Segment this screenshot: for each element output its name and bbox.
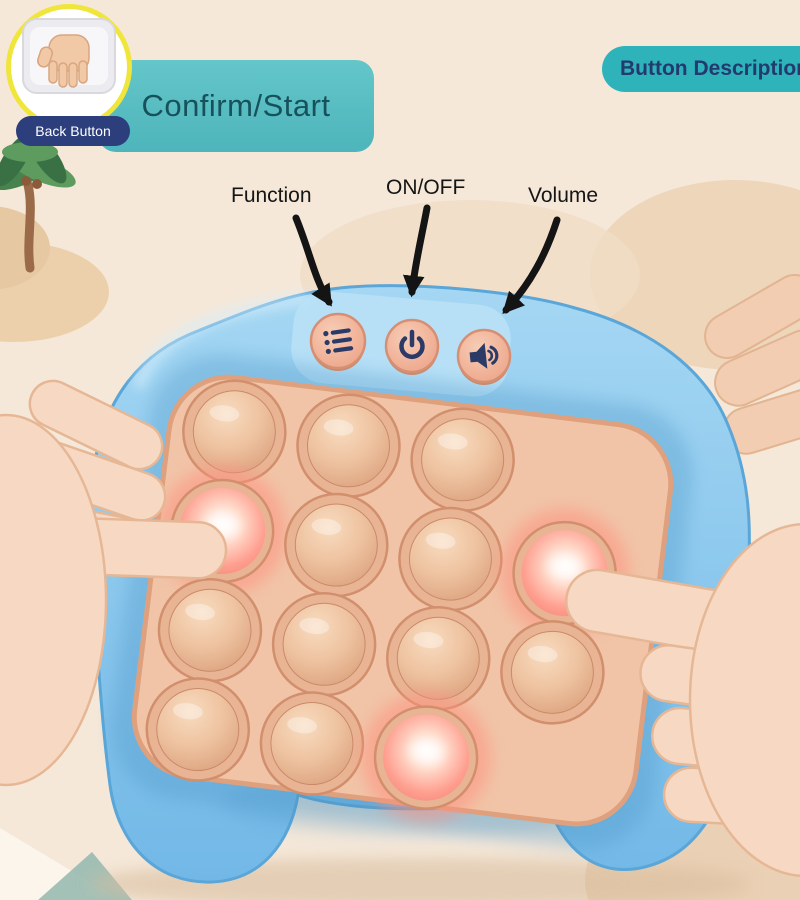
- back-button-label: Back Button: [35, 123, 111, 139]
- menu-list-icon: [323, 328, 354, 355]
- function-arrow: [292, 214, 333, 307]
- hand-press-icon: [22, 18, 116, 94]
- palm-tree-icon: [0, 132, 109, 342]
- back-button-pill: Back Button: [16, 116, 130, 146]
- volume-arrow: [502, 216, 561, 314]
- confirm-start-label: Confirm/Start: [141, 88, 331, 123]
- annotation-arrows: [292, 204, 561, 314]
- function-label: Function: [231, 184, 312, 207]
- button-description-pill: Button Description: [602, 46, 800, 92]
- onoff-label: ON/OFF: [386, 176, 466, 199]
- popit-tray: [110, 353, 693, 849]
- right-hand: [565, 523, 800, 877]
- onoff-button: [384, 318, 440, 375]
- button-description-label: Button Description: [620, 57, 800, 80]
- back-button-badge: [6, 4, 132, 130]
- volume-label: Volume: [528, 184, 599, 207]
- power-icon: [399, 329, 425, 359]
- function-button: [309, 312, 367, 371]
- onoff-arrow: [402, 204, 431, 298]
- left-hand: [0, 379, 228, 787]
- confirm-start-banner: Confirm/Start: [98, 60, 374, 152]
- speaker-icon: [469, 342, 499, 369]
- volume-button: [456, 328, 512, 385]
